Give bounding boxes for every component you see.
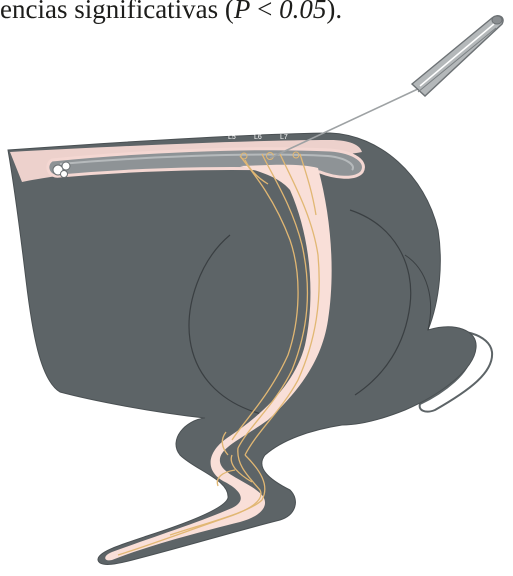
needle-hub-icon <box>412 16 503 96</box>
vertebra-label-l7: L7 <box>280 134 288 141</box>
vertebra-label-l5: L5 <box>228 134 236 141</box>
vertebra-label-l6: L6 <box>254 134 262 141</box>
